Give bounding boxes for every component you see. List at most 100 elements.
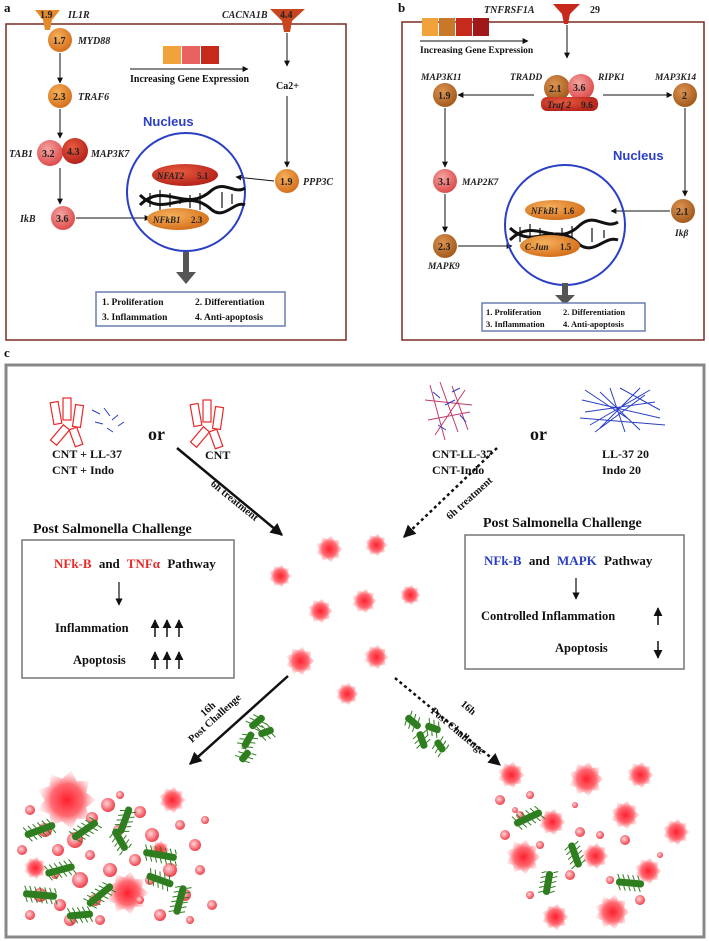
bacterium-flagellum [42, 832, 47, 837]
bacterium-flagellum [172, 895, 178, 898]
bacterium-flagellum [527, 821, 532, 826]
bacterium-flagellum [92, 905, 97, 909]
traf6-node [48, 84, 72, 108]
mapk9-label: MAPK9 [427, 262, 460, 272]
legend-b-swatch-4 [473, 18, 489, 36]
bacterium-flagellum [245, 720, 251, 724]
bacterium-flagellum [63, 860, 68, 865]
apoptotic-body [207, 900, 217, 910]
traf6-value: 2.3 [53, 92, 66, 103]
bacterium-flagellum [54, 888, 57, 894]
bacterium-flagellum [157, 882, 159, 888]
right-pathway-a: NFk-B [484, 553, 522, 568]
cjun-label: C-Jun [525, 242, 549, 252]
tnfrsf1a-value: 29 [590, 5, 600, 16]
ll37-molecules-icon [91, 407, 125, 433]
bacterium-flagellum [34, 886, 37, 892]
bacterium-flagellum [46, 818, 51, 823]
macrophage-cell [158, 786, 186, 814]
bacterium-flagellum [119, 850, 123, 856]
apoptotic-body [17, 845, 27, 855]
map3k7-value: 4.3 [67, 147, 80, 158]
panel-b-frame [401, 21, 705, 341]
bacterium-flagellum [103, 895, 109, 900]
bacterium-flagellum [35, 897, 38, 903]
ppp3c-value: 1.9 [280, 177, 293, 188]
map3k14-node [673, 83, 697, 107]
bacterium-flagellum [579, 854, 584, 859]
bacterium-flagellum [256, 726, 261, 731]
salmonella-bacterium [234, 747, 257, 764]
bacterium-flagellum [538, 890, 544, 893]
outcome-b-4: 4. Anti-apoptosis [563, 319, 625, 329]
bacterium-flagellum [58, 861, 63, 867]
bacterium-flagellum [252, 737, 258, 740]
mapk9-value: 2.3 [438, 242, 451, 253]
bacterium-flagellum [40, 898, 43, 904]
apoptotic-body [526, 791, 534, 799]
bottom-left-infected-cluster [17, 770, 217, 926]
apoptotic-body [572, 802, 578, 808]
outcome-a-4: 4. Anti-apoptosis [195, 313, 263, 323]
bacterium-flagellum [574, 840, 579, 845]
bacterium-flagellum [248, 757, 254, 760]
map3k11-label: MAP3K11 [420, 73, 462, 83]
bacterium-flagellum [238, 751, 244, 754]
bacterium-flagellum [576, 845, 581, 850]
bacterium-flagellum [53, 874, 58, 880]
bacterium-flagellum [89, 830, 94, 835]
bacterium-flagellum [173, 890, 179, 893]
nfkb1-a-node [147, 208, 209, 230]
tradd-label: TRADD [510, 73, 542, 83]
macrophage-cell [541, 903, 569, 931]
nfat2-node [152, 164, 218, 186]
bacterium-flagellum [85, 819, 90, 823]
map3k11-value: 1.9 [438, 91, 451, 102]
bacterium-flagellum [540, 815, 546, 820]
macrophage-cell [106, 871, 149, 915]
bacterium-flagellum [124, 830, 130, 833]
outcome-b-box [481, 302, 646, 332]
or-right: or [530, 424, 547, 444]
bacterium-flagellum [566, 851, 571, 856]
salmonella-inoculum [234, 710, 450, 764]
bacterium-flagellum [164, 873, 166, 879]
left-treatment-arrow [176, 447, 283, 536]
bacterium-flagellum [50, 899, 53, 905]
outcome-b-arrow-head [555, 295, 575, 305]
bacterium-flagellum [438, 721, 440, 727]
bacterium-flagellum [109, 833, 113, 839]
map2k7-node [433, 169, 457, 193]
nfkb1-b-value: 1.6 [563, 206, 575, 216]
bacterium-flagellum [111, 837, 116, 843]
map2k7-label: MAP2K7 [461, 178, 500, 188]
panel-a-frame [5, 23, 347, 341]
bacterium-flagellum [127, 821, 133, 823]
salmonella-bacterium [431, 736, 450, 758]
il1r-receptor-icon [35, 10, 60, 30]
bacterium-flagellum [637, 875, 640, 881]
outcome-a-3: 3. Inflammation [102, 313, 168, 323]
panel-b: b TNFRSF1A 29 Increasing Gene Expression… [398, 0, 705, 341]
bacterium-flagellum [166, 886, 169, 892]
apoptotic-body [54, 899, 66, 911]
apoptotic-body [201, 816, 209, 824]
macrophage-cell [335, 682, 359, 706]
bacterium-flagellum [622, 874, 625, 880]
bacterium-flagellum [123, 834, 127, 840]
ripk1-label: RIPK1 [597, 73, 625, 83]
apoptotic-body [565, 870, 575, 880]
bacterium-flagellum [168, 874, 171, 880]
bacterium-flagellum [567, 855, 573, 860]
apoptotic-body [195, 865, 205, 875]
bacterium-flagellum [437, 752, 442, 758]
bacterium-flagellum [118, 814, 124, 816]
macrophage-cell [364, 533, 388, 557]
nfkb1-a-label: NFkB1 [152, 215, 181, 225]
bacterium-flagellum [116, 819, 122, 821]
arrow-ppp3c-nfat2 [235, 174, 275, 182]
salmonella-bacterium [256, 723, 276, 741]
panel-b-letter: b [398, 0, 405, 15]
macrophage-cell [538, 808, 566, 836]
